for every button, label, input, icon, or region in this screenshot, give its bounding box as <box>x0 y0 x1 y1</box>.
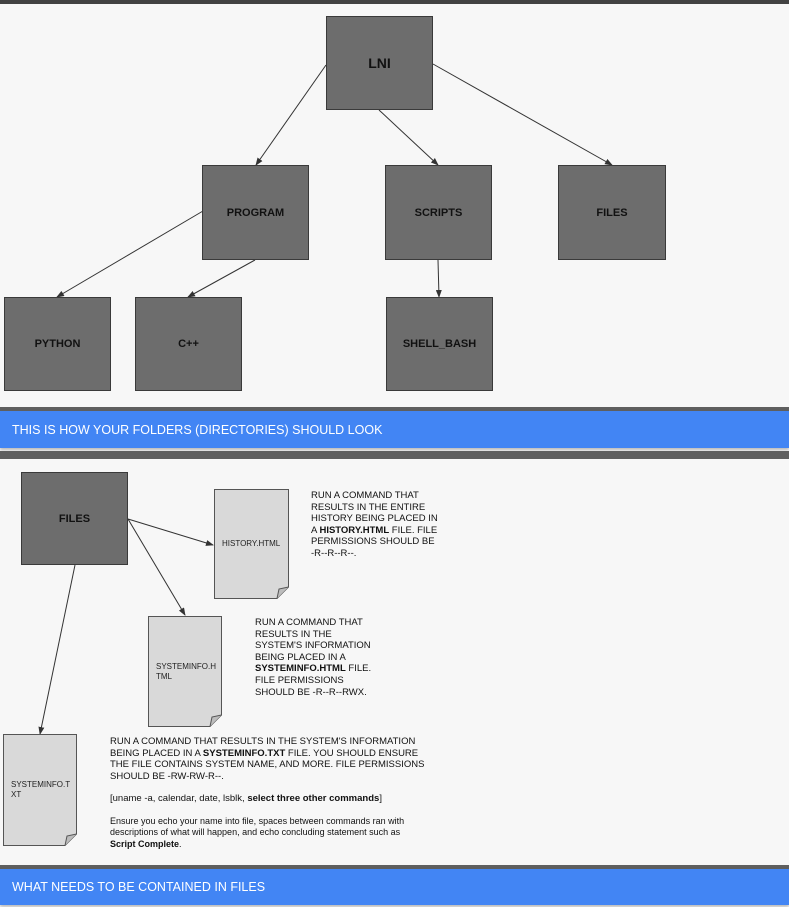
node-python: PYTHON <box>4 297 111 391</box>
files-node: FILES <box>21 472 128 565</box>
commands-list: [uname -a, calendar, date, lsblk, select… <box>110 793 382 805</box>
history-note: RUN A COMMAND THAT RESULTS IN THE ENTIRE… <box>311 490 438 559</box>
node-program: PROGRAM <box>202 165 309 260</box>
history-doc-label: HISTORY.HTML <box>222 539 281 548</box>
arrow-files-sysinfo-txt <box>38 564 76 735</box>
folders-banner: THIS IS HOW YOUR FOLDERS (DIRECTORIES) S… <box>0 411 789 448</box>
node-scripts: SCRIPTS <box>385 165 492 260</box>
arrow-files-history <box>127 518 214 546</box>
top-border <box>0 0 789 4</box>
echo-instructions: Ensure you echo your name into file, spa… <box>110 815 405 849</box>
history-doc: HISTORY.HTML <box>214 489 289 599</box>
sysinfo-html-doc: SYSTEMINFO.HTML <box>148 616 222 727</box>
arrow-program-cpp <box>187 259 256 298</box>
arrow-files-sysinfo-html <box>127 518 186 616</box>
separator-middle <box>0 451 789 459</box>
arrow-lni-files <box>432 63 613 166</box>
node-shell-bash: SHELL_BASH <box>386 297 493 391</box>
sysinfo-txt-doc: SYSTEMINFO.TXT <box>3 734 77 846</box>
separator-bottom <box>0 865 789 869</box>
sysinfo-html-note: RUN A COMMAND THAT RESULTS IN THE SYSTEM… <box>255 617 372 698</box>
node-cpp: C++ <box>135 297 242 391</box>
contents-banner: WHAT NEEDS TO BE CONTAINED IN FILES <box>0 869 789 905</box>
sysinfo-txt-doc-label: SYSTEMINFO.TXT <box>11 780 71 799</box>
sysinfo-txt-requirement: RUN A COMMAND THAT RESULTS IN THE SYSTEM… <box>110 736 425 782</box>
document-icon <box>148 616 222 727</box>
arrow-program-python <box>56 210 204 298</box>
separator-top <box>0 407 789 411</box>
sysinfo-txt-note: RUN A COMMAND THAT RESULTS IN THE SYSTEM… <box>110 736 428 861</box>
arrow-scripts-shell <box>435 259 442 298</box>
sysinfo-html-doc-label: SYSTEMINFO.HTML <box>156 661 217 681</box>
node-files: FILES <box>558 165 666 260</box>
arrow-lni-program <box>255 64 327 166</box>
node-lni: LNI <box>326 16 433 110</box>
arrow-lni-scripts <box>378 109 439 166</box>
document-icon <box>214 489 289 599</box>
document-icon <box>3 734 77 846</box>
